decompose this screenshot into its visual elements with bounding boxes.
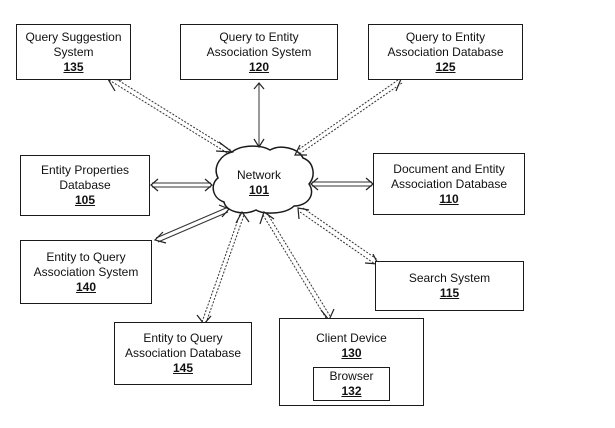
box-line: System <box>53 44 94 59</box>
box-line: Entity to Query <box>143 331 223 345</box>
box-line: Association Database <box>390 176 508 191</box>
link-q2e-database <box>294 79 399 153</box>
box-line: Association Database <box>124 346 242 360</box>
box-ref: 105 <box>74 193 96 207</box>
arrowhead-cloud-doc-entity <box>310 177 319 191</box>
box-line: Search System <box>408 271 491 285</box>
query-suggestion-system-box: Query Suggestion System 135 <box>16 24 131 80</box>
query-to-entity-association-database-box: Query to Entity Association Database 125 <box>368 24 523 80</box>
box-ref: 132 <box>341 384 362 398</box>
arrowhead-cloud-entity-properties <box>204 178 213 192</box>
arrowhead-entity-properties <box>150 178 159 192</box>
link-search-system <box>299 211 376 265</box>
arrowhead-cloud-q2e-database <box>294 144 307 156</box>
box-line: Document and Entity <box>393 161 505 176</box>
box-line: Client Device <box>316 331 387 345</box>
arrowhead-cloud-client-device <box>259 211 275 225</box>
link-e2q-system-2 <box>157 211 229 243</box>
box-ref: 145 <box>172 361 194 375</box>
box-line: Query to Entity <box>405 29 486 44</box>
search-system-box: Search System 115 <box>375 261 524 311</box>
arrowhead-cloud-e2q-database <box>235 210 250 224</box>
link-q2e-database-2 <box>297 82 403 156</box>
box-line: Query Suggestion <box>25 29 122 44</box>
box-ref: 115 <box>439 286 460 300</box>
box-ref: 110 <box>439 191 459 206</box>
network-name: Network <box>236 168 281 182</box>
box-line: Association Database <box>387 44 504 59</box>
network-ref: 101 <box>248 183 270 197</box>
entity-properties-database-box: Entity Properties Database 105 <box>20 155 150 216</box>
entity-to-query-association-system-box: Entity to Query Association System 140 <box>20 240 152 304</box>
box-line: Database <box>59 178 111 192</box>
box-line: Association System <box>206 44 312 59</box>
arrowhead-doc-entity <box>365 177 374 191</box>
link-e2q-system <box>155 207 227 239</box>
link-client-device-2 <box>266 212 331 317</box>
box-line: Entity Properties <box>40 163 130 177</box>
arrowhead-cloud-search-system <box>297 207 310 220</box>
arrowhead-e2q-system <box>153 231 167 244</box>
arrowhead-cloud-query-suggestion <box>215 141 234 153</box>
query-to-entity-association-system-box: Query to Entity Association System 120 <box>180 24 338 80</box>
box-line: Browser <box>329 369 374 383</box>
link-client-device <box>262 214 327 319</box>
box-line: Entity to Query <box>46 249 126 264</box>
box-line: Association System <box>33 264 139 279</box>
box-ref: 140 <box>75 279 97 294</box>
box-line: Query to Entity <box>219 29 299 44</box>
network-label: Network 101 <box>222 163 296 203</box>
arrowhead-cloud-e2q-system <box>218 204 231 218</box>
link-e2q-database-2 <box>205 214 245 324</box>
document-entity-association-database-box: Document and Entity Association Database… <box>373 153 525 215</box>
arrowhead-cloud-q2e-system <box>253 138 265 149</box>
box-ref: 125 <box>435 59 456 74</box>
box-ref: 120 <box>248 59 270 74</box>
browser-box: Browser 132 <box>313 367 390 401</box>
link-query-suggestion <box>108 79 230 155</box>
link-e2q-database <box>201 213 241 323</box>
entity-to-query-association-database-box: Entity to Query Association Database 145 <box>114 322 252 385</box>
network-cloud <box>212 145 314 214</box>
box-ref: 130 <box>341 346 362 360</box>
link-search-system-2 <box>302 207 379 261</box>
link-query-suggestion-2 <box>112 76 233 152</box>
box-ref: 135 <box>63 59 84 74</box>
arrowhead-q2e-system <box>253 82 265 90</box>
